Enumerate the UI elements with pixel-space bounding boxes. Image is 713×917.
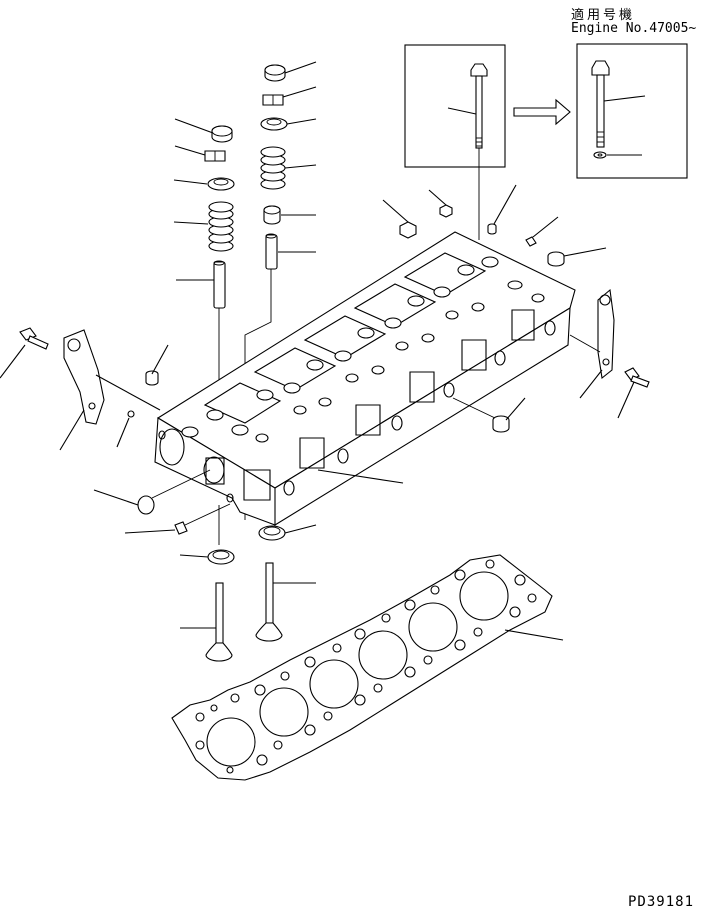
detail-box-new — [576, 43, 688, 179]
drawing-number: PD39181 — [628, 894, 695, 910]
arrow-right-icon — [513, 98, 571, 126]
valves — [180, 505, 316, 662]
detail-box-old — [404, 44, 506, 168]
small-parts — [0, 184, 650, 565]
head-gasket — [171, 554, 564, 781]
cylinder-head — [154, 231, 576, 526]
applicability-label-jp: 適用号機 — [571, 8, 636, 23]
applicability-engine-number: Engine No.47005~ — [571, 21, 697, 36]
valve-train-right — [244, 61, 317, 520]
valve-train-left — [173, 118, 235, 420]
